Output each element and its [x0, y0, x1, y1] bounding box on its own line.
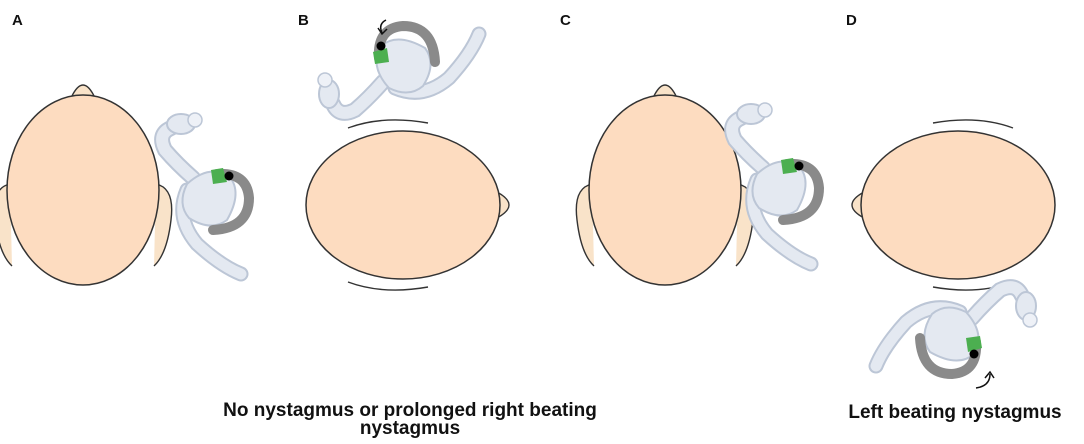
head-c [575, 84, 755, 286]
arrowhead-icon [377, 27, 388, 36]
inner-ear-d [876, 287, 1037, 374]
caption-b-line-1: No nystagmus or prolonged right beating [223, 400, 597, 421]
inner-ear-b [318, 26, 479, 113]
panel-label-d: D [846, 12, 857, 29]
head-a [0, 84, 173, 286]
head-d [851, 119, 1056, 291]
panel-label-c: C [560, 12, 571, 29]
caption-b: No nystagmus or prolonged right beating … [180, 400, 640, 439]
rotation-arrow-icon [975, 373, 991, 389]
inner-ear-a [162, 113, 249, 274]
rotation-arrow-icon [379, 19, 387, 34]
caption-d: Left beating nystagmus [848, 402, 1062, 423]
panel-label-a: A [12, 12, 23, 29]
panel-label-b: B [298, 12, 309, 29]
caption-b-line-2: nystagmus [359, 418, 461, 439]
head-b [305, 119, 510, 291]
arrowhead-icon [984, 370, 995, 379]
